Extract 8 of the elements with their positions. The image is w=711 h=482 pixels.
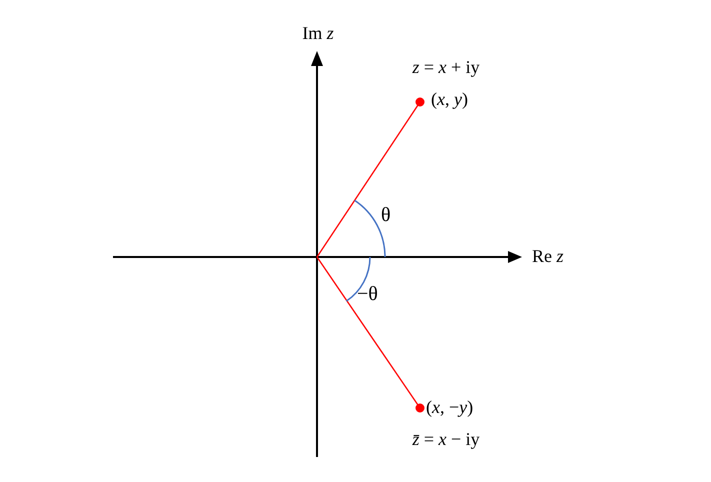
equation-text: z̄ = x − iy bbox=[412, 430, 480, 450]
point-label: (x, y) bbox=[431, 90, 468, 110]
axis-label: Im z bbox=[302, 24, 334, 44]
angle-label: −θ bbox=[357, 283, 378, 305]
angle-label: θ bbox=[381, 204, 391, 226]
point-label: (x, −y) bbox=[426, 398, 474, 418]
axis-label: Re z bbox=[532, 247, 564, 267]
equation-text: z = x + iy bbox=[412, 58, 480, 78]
